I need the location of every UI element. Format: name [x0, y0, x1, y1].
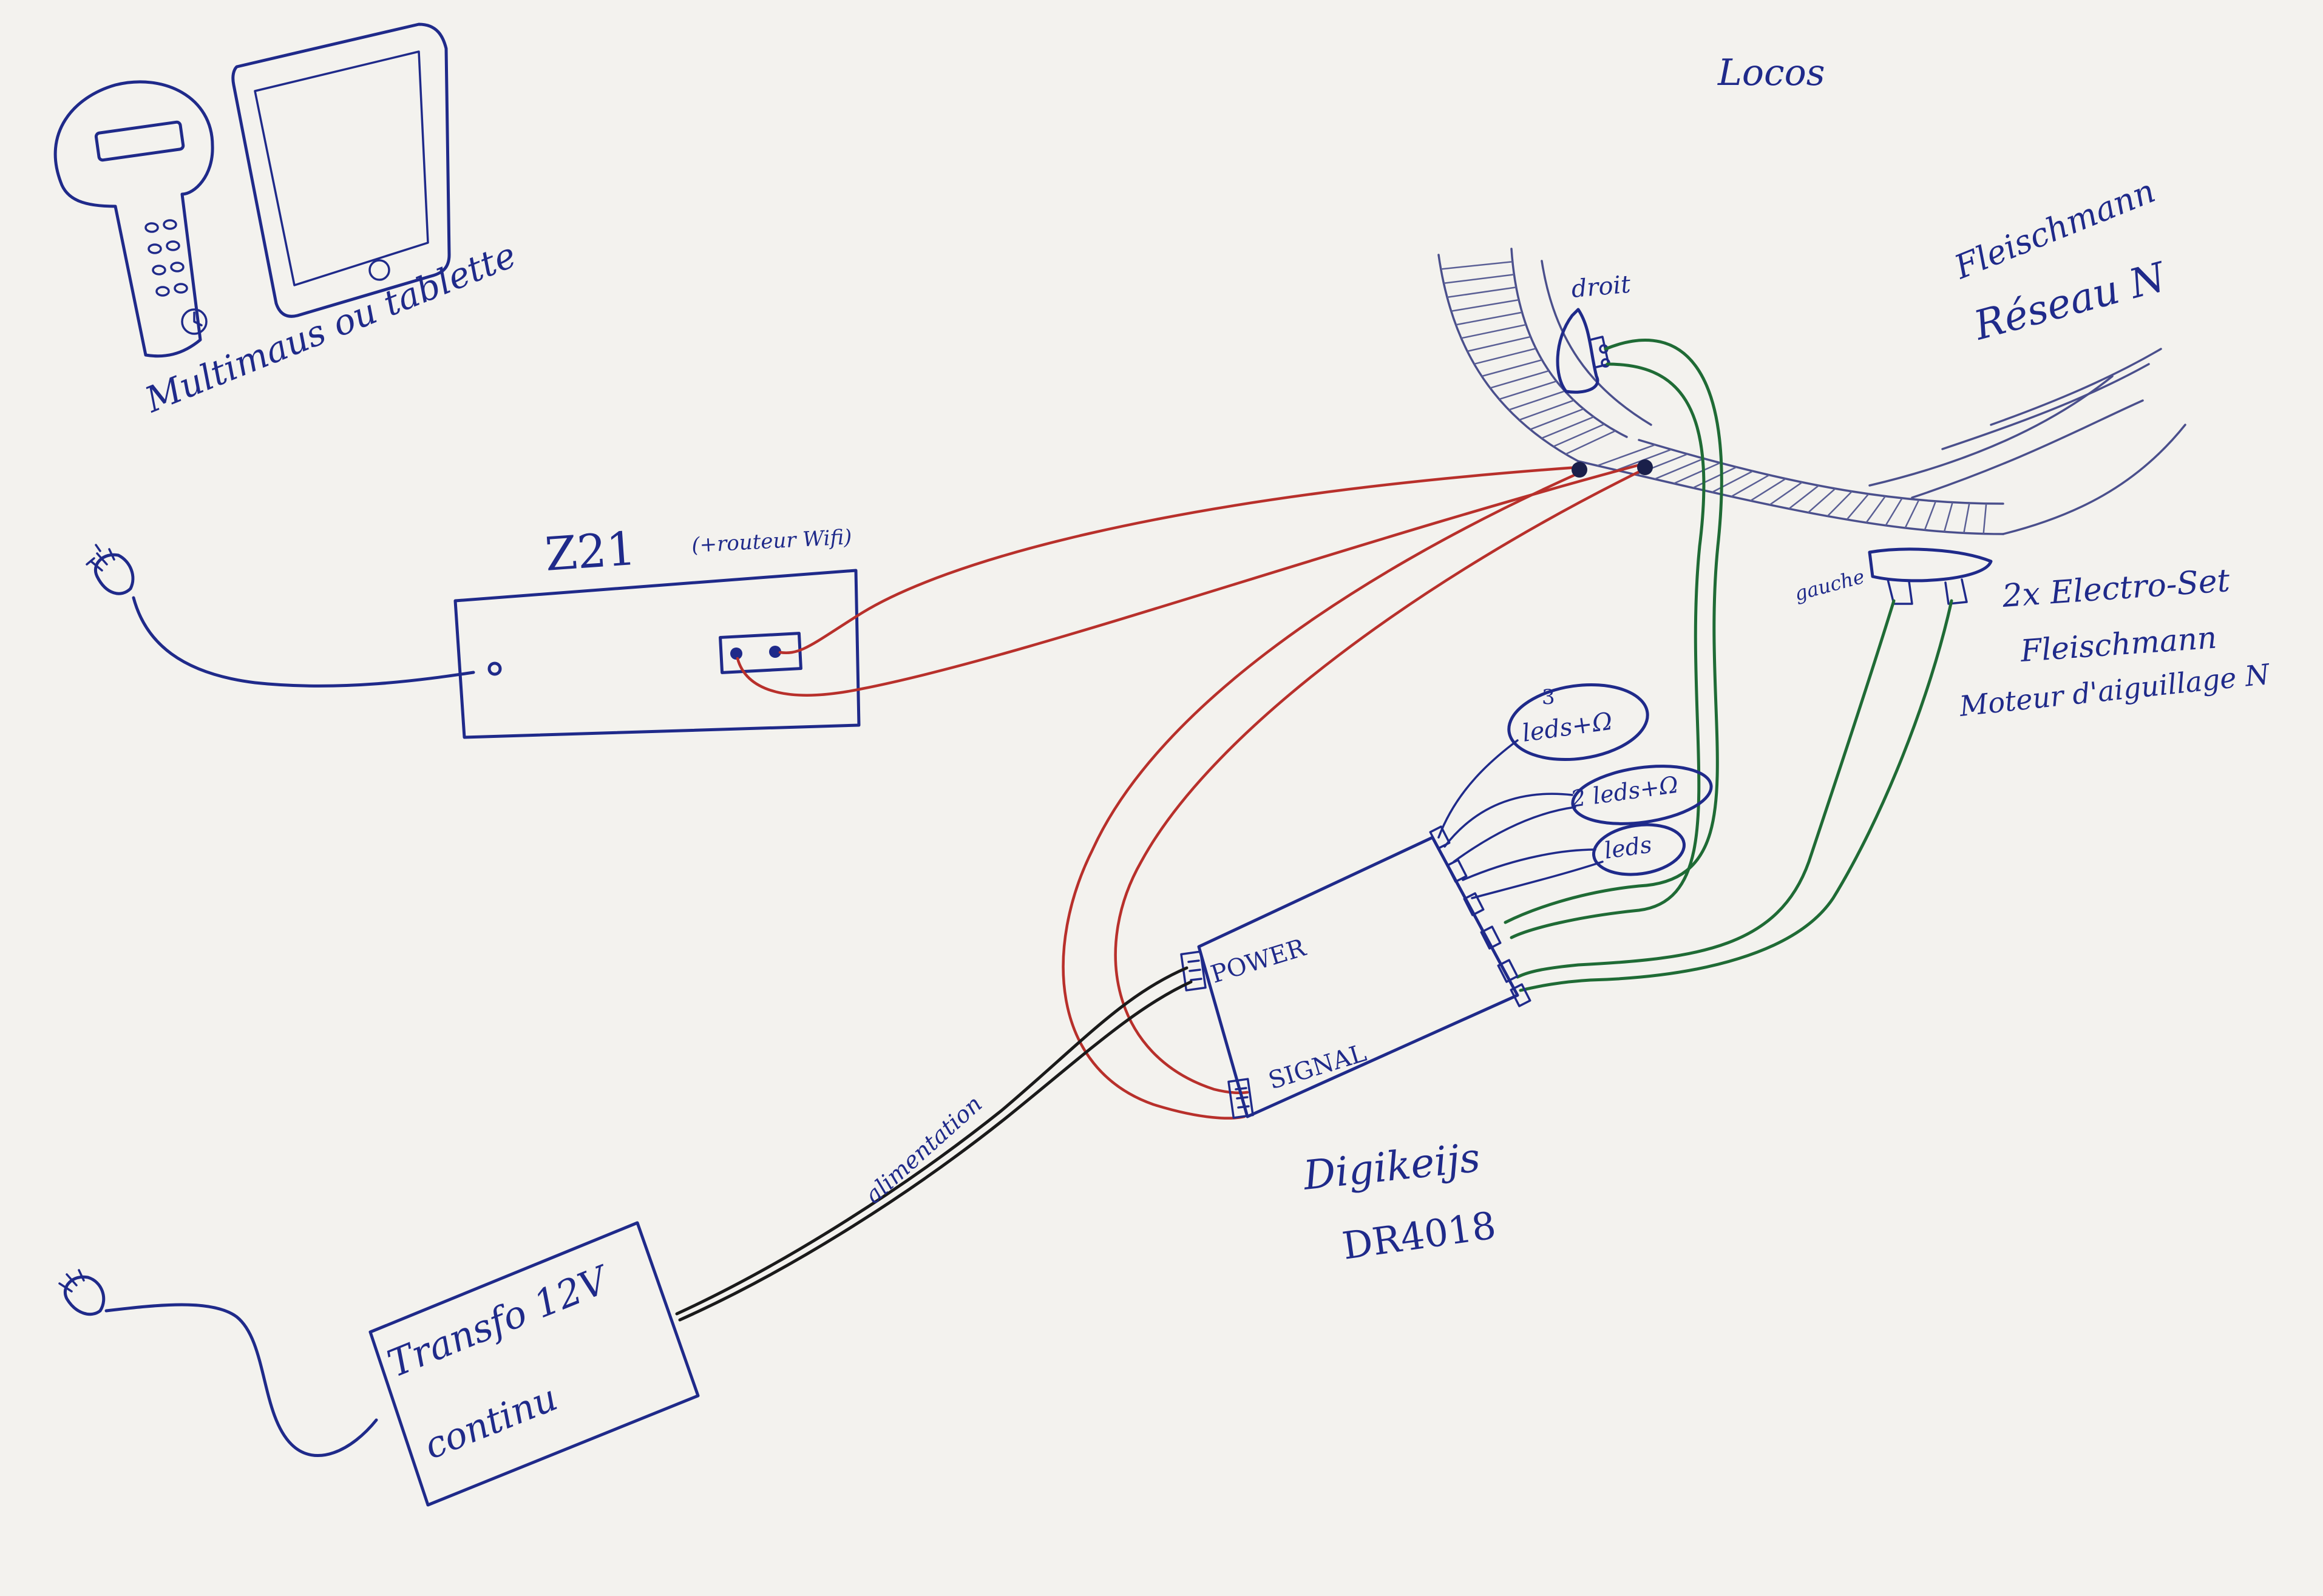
multimaus-icon	[53, 80, 214, 358]
track-sleeper	[1565, 430, 1616, 455]
track-sleeper	[1451, 299, 1519, 312]
track-sleeper	[1904, 499, 1920, 529]
turnout-left-label: gauche	[1792, 565, 1867, 606]
dr4018-label-line1: Digikeijs	[1301, 1134, 1482, 1199]
z21-note-label: (+routeur Wifi)	[691, 525, 852, 558]
track-sleeper	[1846, 493, 1870, 520]
track-layout	[1437, 248, 2186, 535]
led-groups	[1437, 683, 1713, 899]
track-sleeper	[1456, 311, 1522, 326]
track-sleeper	[1446, 286, 1516, 299]
track-sleeper	[1490, 370, 1550, 389]
electroset-label-line1: 2x Electro-Set	[2001, 563, 2231, 615]
z21-label: Z21	[543, 521, 637, 581]
track-sleeper	[1963, 502, 1970, 533]
track-sleeper	[1541, 416, 1594, 439]
track-sleeper	[1808, 488, 1836, 513]
leds-group-a-label: leds+Ω	[1521, 708, 1614, 748]
track-sleeper	[1924, 501, 1937, 530]
supply-wire-label: alimentation	[860, 1090, 988, 1209]
track-sleeper	[1474, 348, 1536, 365]
track-sleeper	[1943, 502, 1953, 532]
track-sleeper	[1769, 481, 1803, 506]
dr4018-module	[1180, 825, 1531, 1119]
z21-central	[453, 569, 861, 739]
track-sleeper	[1499, 380, 1557, 401]
track-sleeper	[1530, 408, 1584, 430]
handsets-label: Multimaus ou tablette	[139, 234, 522, 421]
dr4018-label-line2: DR4018	[1340, 1203, 1499, 1268]
track-sleeper	[1865, 495, 1886, 523]
track-sleeper	[1654, 458, 1704, 480]
turnout-straight-label: droit	[1570, 271, 1632, 303]
track-sleeper	[1519, 399, 1575, 421]
turnout-motor-straight	[1556, 308, 1610, 394]
track-sleeper	[1731, 474, 1770, 498]
red-wires	[736, 459, 1653, 1120]
leds-group-c-label: leds	[1602, 831, 1653, 864]
leds-group-b-label: 2 leds+Ω	[1568, 771, 1680, 813]
track-sleeper	[1553, 423, 1605, 447]
green-wires	[1504, 339, 1953, 992]
dr4018-power-label: POWER	[1207, 933, 1309, 989]
track-sleeper	[1826, 490, 1853, 517]
track-sleeper	[1885, 498, 1903, 526]
track-sleeper	[1597, 444, 1656, 467]
transformer-label-line2: continu	[418, 1376, 563, 1468]
track-sleeper	[1460, 323, 1527, 339]
supply-wire	[675, 966, 1193, 1322]
electroset-label-line3: Moteur d'aiguillage N	[1958, 657, 2273, 723]
leds-group-a-superscript: 3	[1542, 685, 1555, 709]
locos-label: Locos	[1717, 52, 1825, 94]
track-sleeper	[1712, 470, 1754, 493]
track-sleeper	[1508, 390, 1565, 411]
label-handsets: Multimaus ou tablette	[139, 234, 522, 421]
transformer-power-plug-icon	[58, 1269, 378, 1457]
track-sleeper	[1440, 260, 1513, 270]
tablet-icon	[231, 22, 451, 318]
transformer-label-line1: Transfo 12V	[381, 1256, 617, 1386]
track-sleeper	[1467, 336, 1531, 353]
track-sleeper	[1481, 359, 1542, 377]
track-sleeper	[1788, 485, 1819, 510]
track-sleeper	[1674, 462, 1721, 484]
electroset-label-line2: Fleischmann	[2019, 620, 2218, 669]
z21-power-plug-icon	[86, 544, 475, 688]
turnout-motor-left	[1868, 547, 1993, 605]
track-sleeper	[1750, 478, 1786, 502]
track-sleeper	[1982, 503, 1987, 534]
transformer-12v	[368, 1221, 700, 1507]
track-sleeper	[1692, 466, 1737, 489]
track-sleeper	[1443, 274, 1514, 285]
